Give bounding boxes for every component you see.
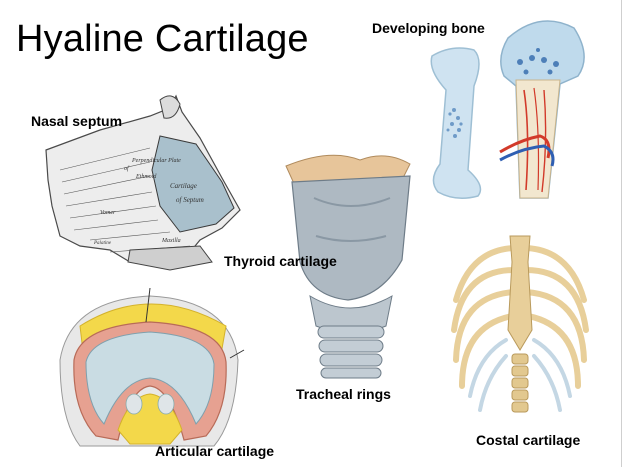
developing-bone-label: Developing bone [372, 20, 485, 36]
thyroid-cartilage-label: Thyroid cartilage [224, 253, 337, 269]
palatine-annotation: Palatine [93, 241, 112, 246]
costal-cartilage-label: Costal cartilage [476, 432, 581, 448]
ethmoid-annotation: Ethmoid [135, 174, 157, 180]
nasal-septum-label: Nasal septum [31, 113, 123, 129]
of-annotation: of [124, 165, 130, 172]
cartilage-annotation: Cartilage [170, 182, 197, 190]
vomer-annotation: Vomer [100, 210, 116, 216]
of-septum-annotation: of Septum [176, 196, 204, 204]
maxilla-annotation: Maxilla [161, 238, 181, 244]
articular-cartilage-label: Articular cartilage [155, 443, 275, 459]
perpendicular-plate-annotation: Perpendicular Plate [131, 158, 181, 164]
tracheal-rings-label: Tracheal rings [296, 386, 391, 402]
slide-title: Hyaline Cartilage [16, 18, 309, 60]
